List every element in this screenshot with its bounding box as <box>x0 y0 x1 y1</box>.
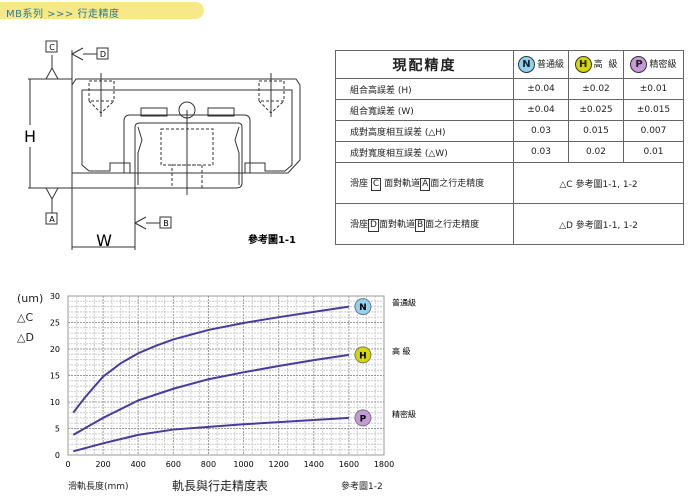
x-tick-label: 1400 <box>304 460 324 469</box>
label-w: W <box>96 231 112 250</box>
series-line-P <box>73 416 349 453</box>
row-label: 組合寬誤差 (W) <box>335 99 514 121</box>
x-tick-label: 1600 <box>339 460 359 469</box>
x-tick-label: 400 <box>131 460 146 469</box>
series-letter-P: P <box>360 414 367 424</box>
label-b: B <box>163 219 169 228</box>
x-tick-label: 800 <box>201 460 216 469</box>
cell: 0.02 <box>568 141 624 163</box>
y-tick-label: 10 <box>50 398 60 407</box>
series-badge-N <box>354 298 372 316</box>
cell: △C 參考圖1-1, 1-2 <box>513 162 684 204</box>
grade-h-label: 高 級 <box>593 60 618 70</box>
cell: 0.015 <box>568 120 624 142</box>
label-d: D <box>100 50 106 59</box>
x-tick-label: 600 <box>166 460 181 469</box>
table-title: 現配精度 <box>335 50 514 79</box>
grade-n-label: 普通級 <box>536 60 564 70</box>
series-label-P: 精密級 <box>392 409 416 419</box>
t: 面之行走精度 <box>425 219 480 230</box>
cell: ±0.02 <box>568 78 624 100</box>
box-b: B <box>414 218 426 232</box>
x-axis-label: 滑軌長度(mm) <box>68 482 129 492</box>
box-a: A <box>420 177 431 191</box>
series-badge-P <box>354 409 372 427</box>
x-tick-label: 200 <box>95 460 110 469</box>
y-label-d: △D <box>17 331 34 344</box>
chart-title: 軌長與行走精度表 <box>172 479 269 493</box>
label-c: C <box>49 43 55 52</box>
cell: △D 參考圖1-1, 1-2 <box>513 203 684 245</box>
cell: 0.01 <box>623 141 684 163</box>
t: 面對軌道 <box>384 178 421 189</box>
series-line-H <box>72 353 350 436</box>
y-label-c: △C <box>17 311 34 324</box>
series-badge-H <box>354 346 372 364</box>
chart-caption: 參考圖1-2 <box>341 482 383 492</box>
cell: 0.03 <box>513 141 569 163</box>
label-a: A <box>49 215 55 224</box>
cell: 0.007 <box>623 120 684 142</box>
series-letter-N: N <box>359 303 367 313</box>
t: 面對軌道 <box>378 219 415 230</box>
series-line-N <box>72 305 350 414</box>
grade-n-badge: N <box>517 56 535 73</box>
table-row: 組合寬誤差 (W)±0.04±0.025±0.015 <box>335 99 684 121</box>
cell: ±0.025 <box>568 99 624 121</box>
box-d: D <box>368 218 379 232</box>
row-label: 成對寬度相互誤差 (△W) <box>335 141 514 163</box>
grade-h-badge: H <box>574 56 592 73</box>
cell: ±0.01 <box>623 78 684 100</box>
box-c: C <box>370 177 382 191</box>
y-tick-label: 30 <box>50 292 60 301</box>
figure1-caption: 參考圖1-1 <box>248 233 296 246</box>
t: 面之行走精度 <box>430 178 485 189</box>
x-tick-label: 1800 <box>374 460 394 469</box>
cell: 0.03 <box>513 120 569 142</box>
table-row: 組合高誤差 (H)±0.04±0.02±0.01 <box>335 78 684 100</box>
y-tick-label: 20 <box>50 345 60 354</box>
x-tick-label: 0 <box>65 460 70 469</box>
length-accuracy-chart: 0 200 400 600 800 1000 1200 1400 1600 1800 0 5 10 15 2… <box>50 292 416 469</box>
row-label: 組合高誤差 (H) <box>335 78 514 100</box>
y-tick-label: 25 <box>50 319 60 328</box>
series-letter-H: H <box>359 351 367 361</box>
y-tick-label: 5 <box>55 425 60 434</box>
y-unit: (um) <box>17 292 44 305</box>
cell: ±0.04 <box>513 78 569 100</box>
label-h: H <box>24 127 36 146</box>
cell: ±0.015 <box>623 99 684 121</box>
x-tick-label: 1200 <box>268 460 288 469</box>
rail-cross-section-diagram: C D A B H W 參考圖1-1 <box>24 40 301 250</box>
series-label-N: 普通級 <box>392 298 416 308</box>
grade-p-badge: P <box>630 56 648 73</box>
t: 滑座 <box>350 178 369 189</box>
series-label-H: 高 級 <box>392 346 411 356</box>
grade-p-label: 精密級 <box>649 60 677 70</box>
breadcrumb-header: MB系列 >>> 行走精度 <box>0 2 204 20</box>
y-tick-label: 0 <box>55 451 60 460</box>
x-tick-label: 1000 <box>233 460 253 469</box>
t: 滑座 <box>350 219 369 230</box>
y-tick-label: 15 <box>50 372 60 381</box>
row-label: 成對高度相互誤差 (△H) <box>335 120 514 142</box>
cell: ±0.04 <box>513 99 569 121</box>
